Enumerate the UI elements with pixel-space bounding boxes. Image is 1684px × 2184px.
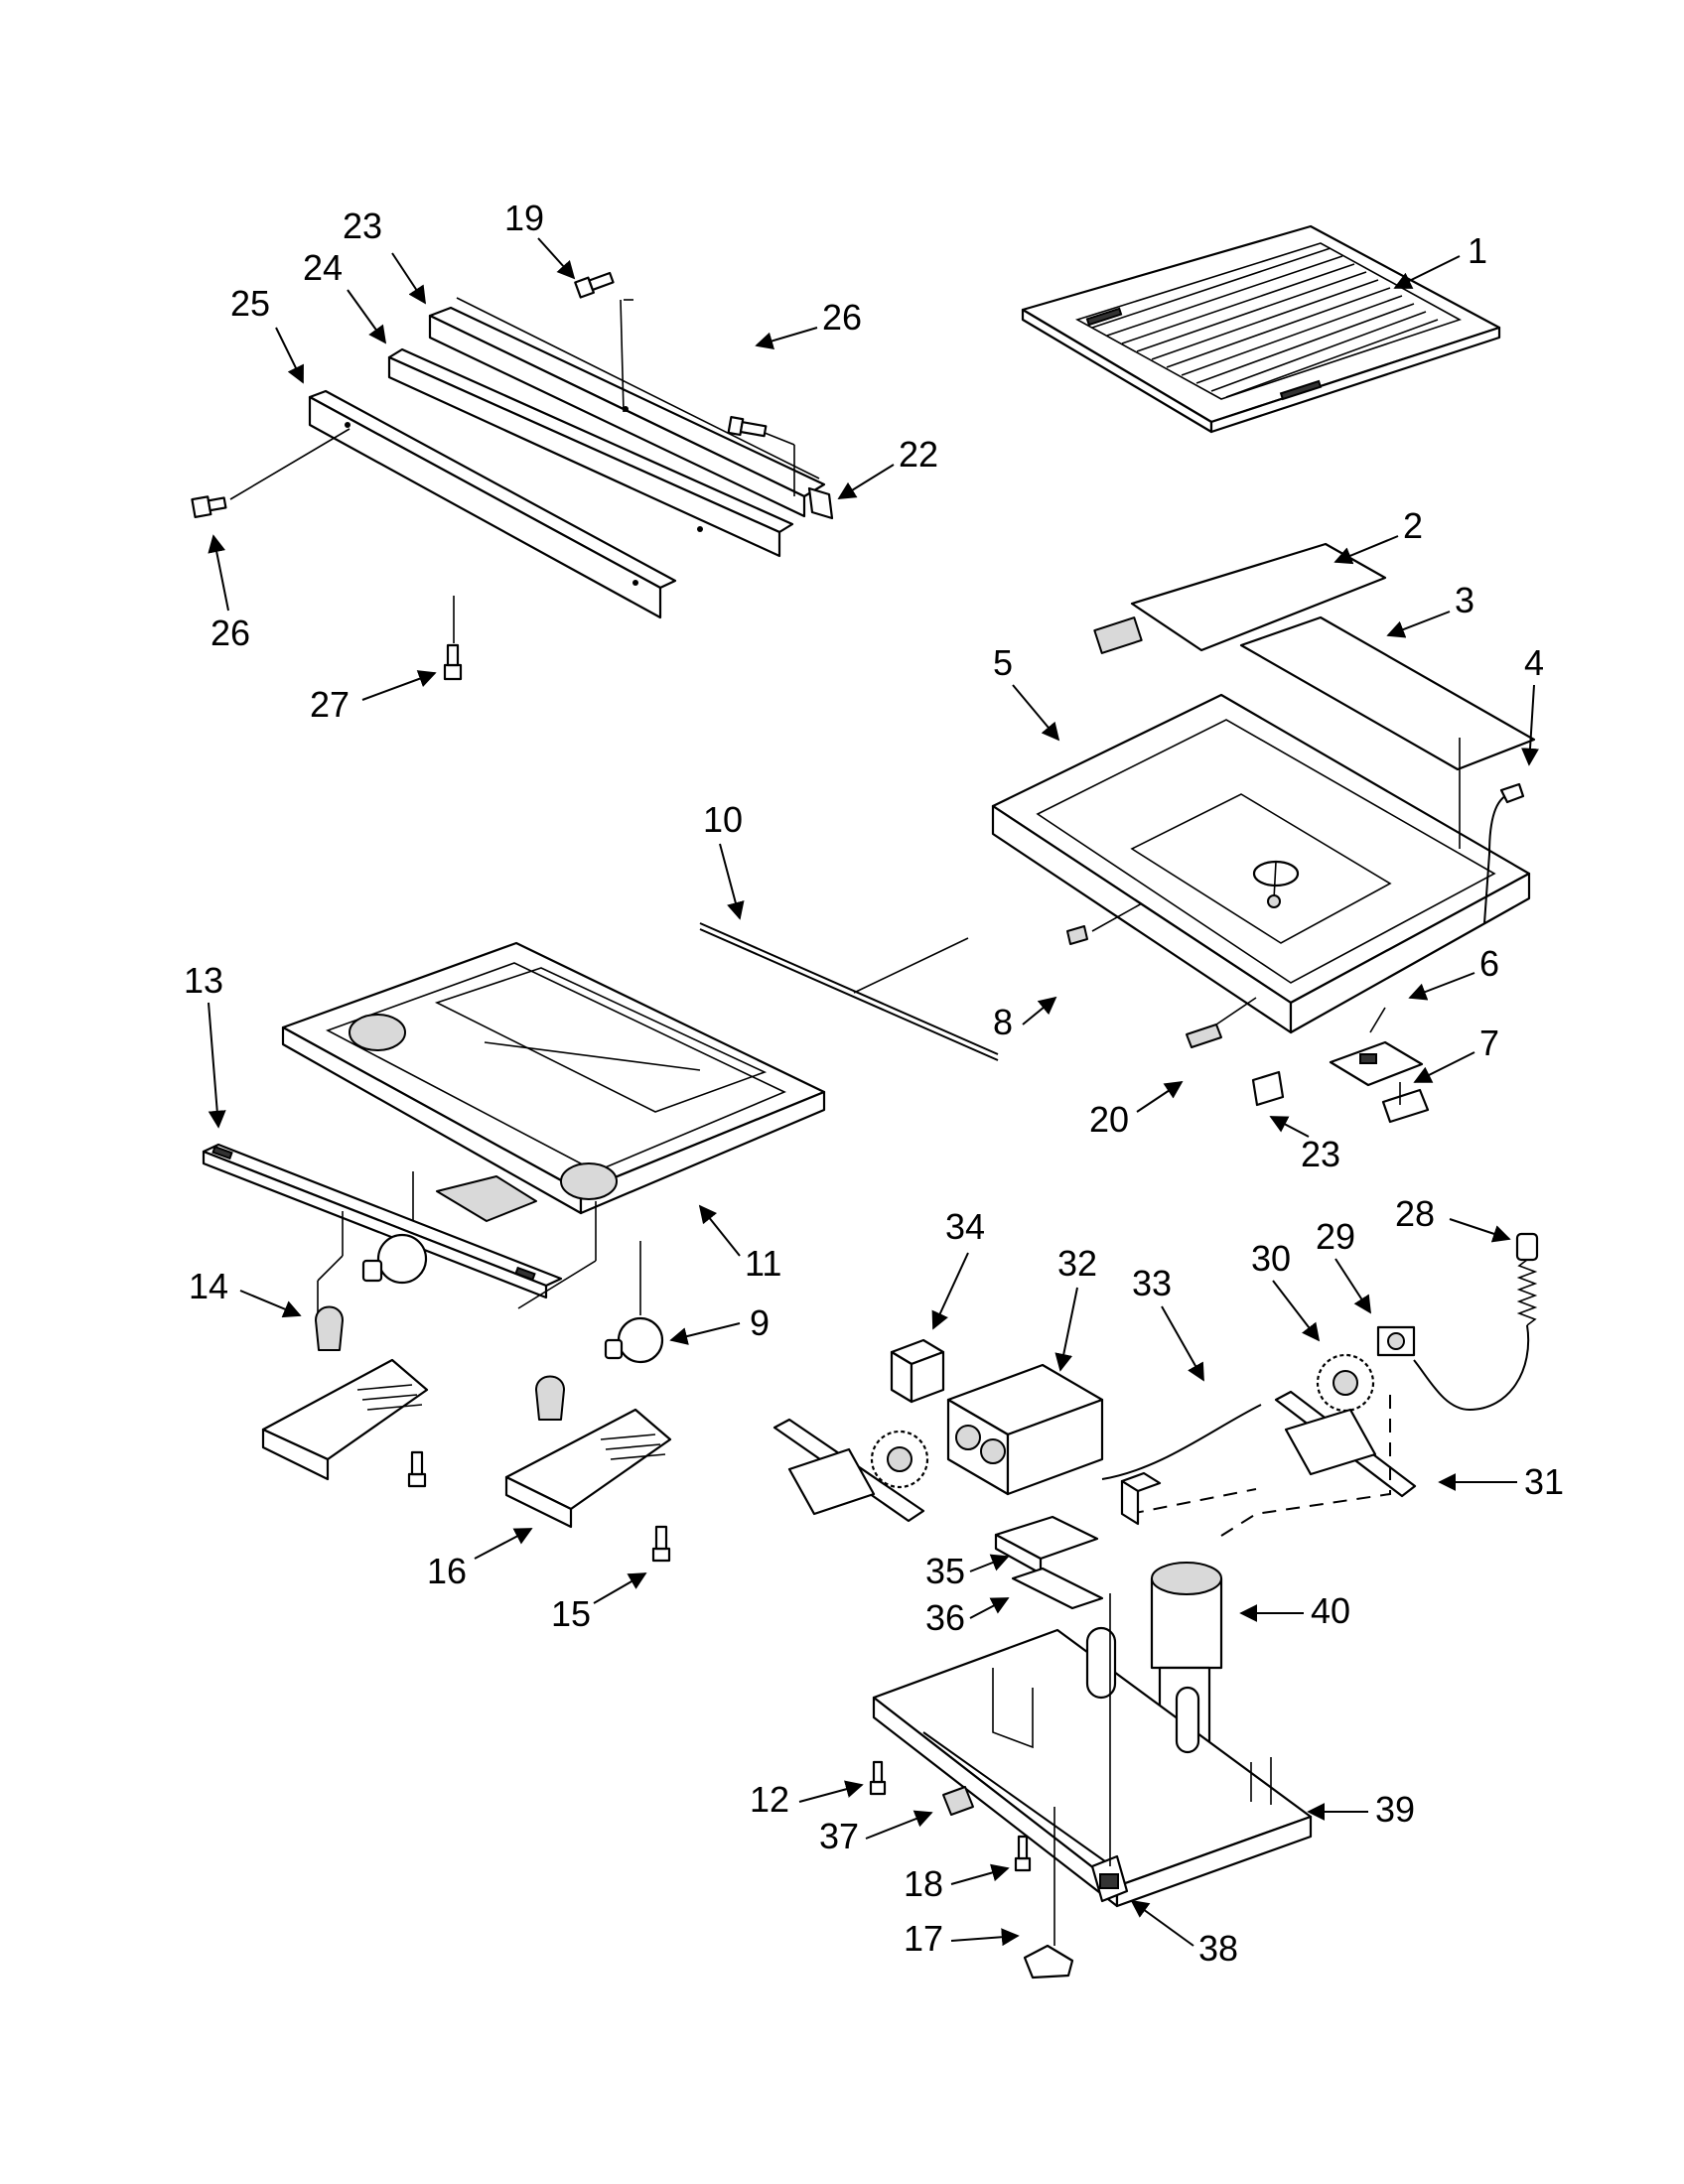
part-23-pad <box>1251 1070 1285 1107</box>
part-9-bulb-right <box>604 1316 664 1364</box>
callout-40: 40 <box>1311 1590 1350 1631</box>
part-32-motor <box>946 1363 1104 1496</box>
part-16-lamp-cover-right <box>504 1408 672 1529</box>
part-7-clip <box>1381 1088 1430 1124</box>
part-19-screw <box>574 271 615 299</box>
callout-23-right: 23 <box>1301 1134 1340 1174</box>
callout-26-left: 26 <box>210 613 250 653</box>
part-17-clip <box>1023 1944 1074 1979</box>
part-9-bulb-left <box>361 1233 428 1285</box>
part-16-lamp-cover-left <box>261 1358 429 1481</box>
part-14-socket-2 <box>535 1375 565 1421</box>
callout-2: 2 <box>1403 505 1423 546</box>
callout-10: 10 <box>703 799 743 840</box>
callout-24: 24 <box>303 247 343 288</box>
part-3-channel <box>1239 615 1536 771</box>
part-15-screw-2 <box>407 1450 427 1488</box>
callout-11: 11 <box>745 1243 781 1284</box>
part-12-screw <box>869 1760 887 1796</box>
callout-12: 12 <box>750 1779 789 1820</box>
part-18-screw <box>1014 1835 1032 1872</box>
callout-6: 6 <box>1479 943 1499 984</box>
callout-31: 31 <box>1524 1461 1564 1502</box>
part-34-block <box>890 1338 945 1404</box>
part-20-clip <box>1186 1024 1222 1048</box>
callout-32: 32 <box>1057 1243 1097 1284</box>
callout-35: 35 <box>925 1551 965 1591</box>
part-1-shelf <box>1021 224 1501 434</box>
part-15-screw <box>651 1525 671 1563</box>
part-26-screw-right <box>727 416 768 438</box>
part-13-bar <box>202 1143 563 1315</box>
part-27-screw <box>443 643 463 681</box>
callout-20: 20 <box>1089 1099 1129 1140</box>
callout-4: 4 <box>1524 642 1544 683</box>
part-24-rail-face <box>387 355 781 558</box>
part-11-pan <box>281 941 826 1222</box>
part-30-gear <box>1316 1353 1375 1413</box>
callout-8: 8 <box>993 1002 1013 1042</box>
part-33-block <box>1120 1471 1162 1526</box>
callout-38: 38 <box>1198 1928 1238 1969</box>
callout-39: 39 <box>1375 1789 1415 1830</box>
part-8-clip <box>1066 925 1088 945</box>
callout-36: 36 <box>925 1597 965 1638</box>
part-29-damper-motor <box>1376 1325 1416 1357</box>
rack-left <box>772 1418 925 1523</box>
callout-23-top: 23 <box>343 205 382 246</box>
callout-16: 16 <box>427 1551 467 1591</box>
callout-5: 5 <box>993 642 1013 683</box>
part-36-clip <box>1011 1567 1104 1610</box>
callout-37: 37 <box>819 1816 859 1856</box>
callout-25: 25 <box>230 283 270 324</box>
callout-15: 15 <box>551 1593 591 1634</box>
callout-7: 7 <box>1479 1023 1499 1063</box>
callout-3: 3 <box>1455 580 1474 620</box>
part-2-cover <box>1130 542 1387 652</box>
callout-33: 33 <box>1132 1263 1172 1303</box>
callout-27: 27 <box>310 684 350 725</box>
shelf-grille <box>1091 247 1439 398</box>
rail-assembly-group <box>191 271 834 681</box>
callout-1: 1 <box>1468 230 1487 271</box>
callout-labels: 1 2 3 4 5 6 7 8 9 10 11 12 13 14 15 16 1 <box>184 198 1564 1969</box>
callout-17: 17 <box>904 1918 943 1959</box>
callout-34: 34 <box>945 1206 985 1247</box>
callout-13: 13 <box>184 960 223 1001</box>
part-39-base <box>872 1626 1313 1908</box>
part-33-wire <box>1101 1404 1262 1480</box>
part-23-rail-face <box>428 314 806 518</box>
callout-30: 30 <box>1251 1238 1291 1279</box>
callout-28: 28 <box>1395 1193 1435 1234</box>
part-14-socket <box>315 1305 344 1351</box>
part-22-bracket <box>807 486 834 520</box>
part-25-rail-face <box>308 395 662 619</box>
callout-9: 9 <box>750 1302 770 1343</box>
callout-14: 14 <box>189 1266 228 1306</box>
part-10-rod <box>699 922 999 1061</box>
part-37-clip <box>942 1786 974 1816</box>
gear-left <box>870 1430 929 1489</box>
part-28-spring <box>1413 1232 1539 1412</box>
callout-29: 29 <box>1316 1216 1355 1257</box>
callout-18: 18 <box>904 1863 943 1904</box>
callout-19: 19 <box>504 198 544 238</box>
rack-right <box>1274 1390 1417 1498</box>
part-26-screw-left <box>191 495 227 518</box>
callout-22: 22 <box>899 434 938 475</box>
part-38-switch <box>1090 1854 1129 1903</box>
part-35-cover <box>994 1515 1099 1575</box>
crisper-frame-group <box>991 542 1536 1124</box>
callout-26-top: 26 <box>822 297 862 338</box>
